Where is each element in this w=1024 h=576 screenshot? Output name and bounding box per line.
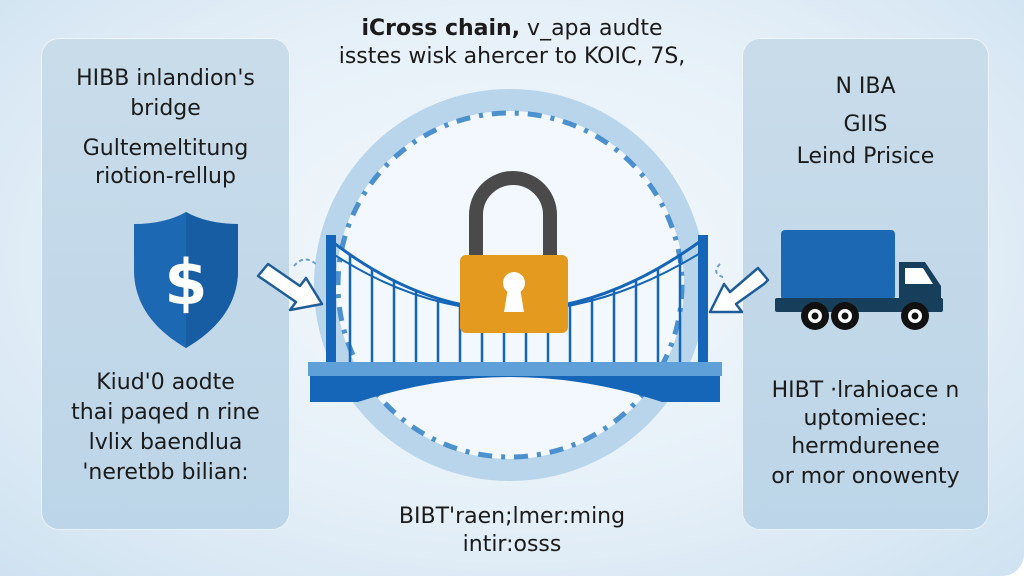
arrow-left-to-bridge-icon [256, 258, 324, 312]
left-subtitle-line-2: riotion-rellup [95, 164, 236, 189]
padlock-icon [460, 171, 568, 333]
arrow-right-to-bridge-icon [708, 263, 770, 314]
header-title-rest: v_apa audte [520, 16, 663, 41]
truck-icon [775, 230, 943, 330]
dashed-ring [335, 110, 685, 460]
left-body-line-3: lvlix baendlua [88, 430, 243, 455]
right-body-line-1: HIBT ·lrahioace n [771, 378, 960, 403]
left-title-line-2: bridge [130, 96, 201, 121]
right-body-line-2: uptomieec: [803, 406, 928, 431]
right-body-line-4: or mor onowenty [771, 464, 960, 489]
header-title: iCross chain, v_apa audte [0, 14, 1024, 43]
truck-window [905, 268, 933, 284]
left-body-line-1: Kiud'0 aodte [96, 370, 235, 395]
outer-ring [314, 89, 706, 481]
right-title-line-1: N IBA [835, 74, 896, 99]
truck-wheels [801, 302, 929, 330]
dollar-glyph: $ [164, 246, 207, 319]
center-graphic [308, 89, 722, 481]
left-body-line-2: thai paqed n rine [71, 400, 260, 425]
truck-cargo-box [781, 230, 895, 300]
left-subtitle-line-1: Gultemeltitung [82, 136, 249, 161]
center-caption-line-1: BIBT'raen;lmer:ming [398, 504, 626, 529]
header-title-bold: iCross chain, [361, 16, 521, 41]
right-body-line-3: hermdurenee [791, 434, 940, 459]
right-title-line-3: Leind Prisice [796, 144, 935, 169]
left-title-line-1: HIBB inlandion's [76, 66, 255, 91]
right-title-line-2: GIIS [843, 112, 888, 137]
shield-dollar-icon: $ [134, 212, 238, 348]
header-subtitle: isstes wisk ahercer to KOIC, 7S, [338, 44, 686, 69]
center-caption-line-2: intir:osss [462, 532, 562, 557]
left-body-line-4: 'neretbb bilian: [82, 460, 249, 485]
